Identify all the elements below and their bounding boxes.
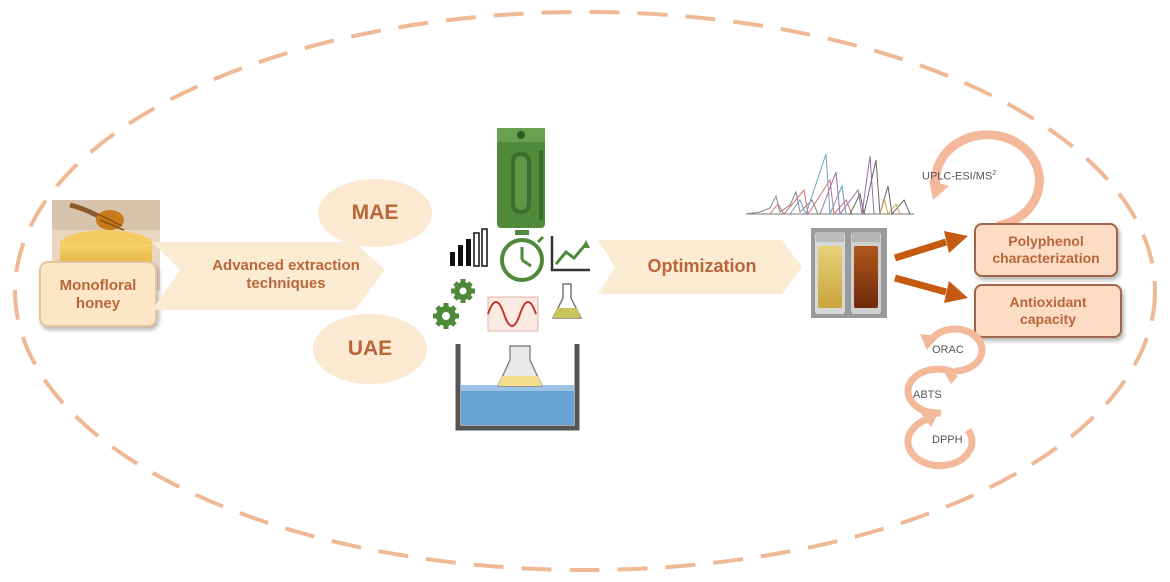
honey-label-line1: Monofloral xyxy=(59,277,137,294)
arrow-to-polyphenol xyxy=(893,231,968,262)
extraction-label-line2: techniques xyxy=(246,275,326,292)
optimization-chevron xyxy=(598,240,802,294)
extraction-label-line1: Advanced extraction xyxy=(212,257,360,274)
mae-text: MAE xyxy=(351,201,399,225)
optimization-label: Optimization xyxy=(618,252,786,282)
polyphenol-label-line1: Polyphenol xyxy=(1008,233,1084,250)
uplc-cycle-arrow xyxy=(929,130,1044,231)
uae-text: UAE xyxy=(347,337,393,361)
dpph-label: DPPH xyxy=(932,434,963,446)
ultrasonic-bath-icon xyxy=(455,344,580,431)
extraction-chevron xyxy=(152,242,385,310)
optimization-text: Optimization xyxy=(647,256,757,277)
extraction-label: Advanced extraction techniques xyxy=(198,252,374,298)
gears-icon xyxy=(433,279,475,329)
antioxidant-label: Antioxidant capacity xyxy=(975,287,1121,335)
signal-bars-icon xyxy=(450,228,488,267)
uplc-superscript: 2 xyxy=(992,170,997,177)
polyphenol-label-line2: characterization xyxy=(992,250,1100,266)
honey-label-line2: honey xyxy=(75,295,121,312)
polyphenol-label: Polyphenol characterization xyxy=(975,226,1117,274)
honey-label: Monofloral honey xyxy=(40,268,156,322)
trend-chart-icon xyxy=(550,236,590,272)
arrow-to-antioxidant xyxy=(894,274,968,303)
chromatogram-plot xyxy=(745,153,914,216)
dpph-cycle-arrow xyxy=(904,410,976,470)
uplc-text: UPLC-ESI/MS xyxy=(922,170,993,183)
uae-label: UAE xyxy=(313,334,427,364)
honey-box xyxy=(39,261,157,327)
abts-label: ABTS xyxy=(913,389,942,401)
flask-icon xyxy=(551,283,583,319)
mae-label: MAE xyxy=(318,198,432,228)
microwave-reactor-icon xyxy=(497,128,545,228)
wave-signal-icon xyxy=(487,296,539,332)
antioxidant-box xyxy=(974,284,1122,338)
abts-cycle-arrow xyxy=(904,365,958,417)
vials-image xyxy=(811,228,887,318)
antioxidant-label-line1: Antioxidant xyxy=(1009,294,1087,311)
antioxidant-label-line2: capacity xyxy=(1019,311,1077,327)
orac-cycle-arrow xyxy=(920,325,986,375)
dashed-ellipse-boundary xyxy=(13,10,1157,572)
uplc-label: UPLC-ESI/MS2 xyxy=(922,170,1032,183)
polyphenol-box xyxy=(974,223,1118,277)
uae-ellipse xyxy=(313,314,427,384)
mae-ellipse xyxy=(318,179,432,247)
stopwatch-icon xyxy=(500,230,545,282)
orac-label: ORAC xyxy=(932,344,964,356)
